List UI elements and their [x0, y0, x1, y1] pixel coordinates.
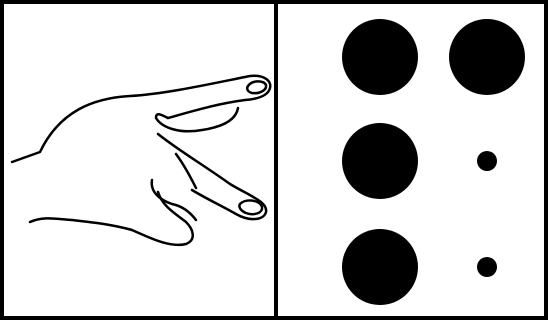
braille-dot-5	[477, 151, 497, 171]
braille-dot-6	[477, 257, 497, 277]
braille-dot-3	[342, 229, 418, 305]
braille-dot-1	[342, 19, 418, 95]
braille-dot-4	[449, 19, 525, 95]
braille-dot-2	[342, 123, 418, 199]
